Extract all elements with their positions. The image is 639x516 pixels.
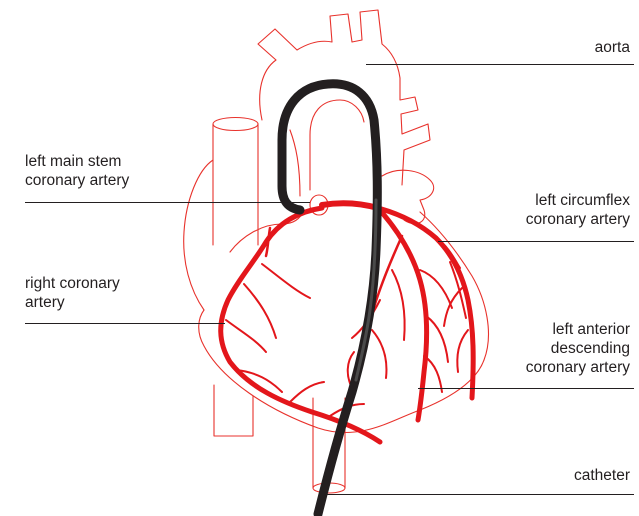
label-left-circumflex-line1: left circumflex [526, 191, 630, 210]
label-right-coronary: right coronary artery [25, 274, 120, 312]
superior-vena-cava-opening [213, 118, 258, 131]
leader-catheter [325, 494, 634, 495]
left-auricle [382, 170, 434, 223]
right-atrium [184, 160, 213, 310]
catheter-line [282, 84, 377, 514]
leader-lad [418, 388, 634, 389]
label-left-main-stem-line1: left main stem [25, 152, 129, 171]
label-aorta: aorta [595, 38, 630, 57]
leader-left-main-stem [25, 202, 310, 203]
label-left-main-stem: left main stem coronary artery [25, 152, 129, 190]
inferior-vena-cava [214, 385, 253, 436]
pulmonary-trunk [290, 130, 300, 196]
label-right-coronary-line1: right coronary [25, 274, 120, 293]
leader-right-coronary [25, 323, 225, 324]
left-main-stem-vessel [322, 203, 378, 208]
label-catheter: catheter [574, 466, 630, 485]
label-lad-line2: descending [526, 339, 630, 358]
label-lad-line1: left anterior [526, 320, 630, 339]
label-right-coronary-line2: artery [25, 293, 120, 312]
label-left-circumflex-line2: coronary artery [526, 210, 630, 229]
label-left-circumflex: left circumflex coronary artery [526, 191, 630, 229]
leader-left-circumflex [438, 241, 634, 242]
label-lad-line3: coronary artery [526, 358, 630, 377]
label-lad: left anterior descending coronary artery [526, 320, 630, 377]
aortic-arch-inner [310, 100, 364, 190]
leader-aorta [366, 64, 634, 65]
superior-vena-cava [213, 124, 258, 245]
label-left-main-stem-line2: coronary artery [25, 171, 129, 190]
right-coronary-vessel [221, 208, 380, 442]
